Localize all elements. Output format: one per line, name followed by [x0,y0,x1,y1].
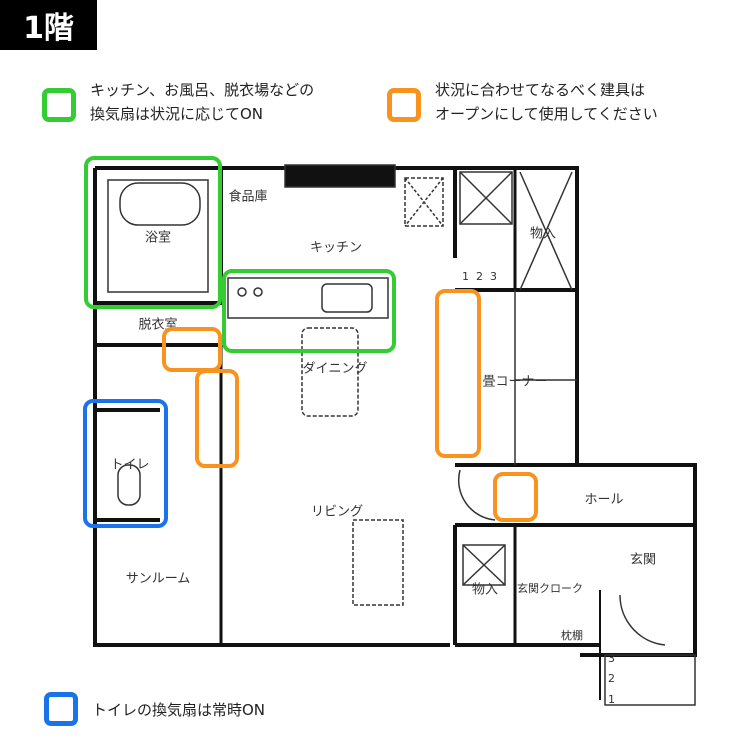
highlight-tatami-door-orange [435,289,481,458]
bathtub [119,182,201,226]
room-tatami: 畳コーナー [482,374,548,390]
room-shelf: 枕棚 [561,629,583,642]
bathtub-area [107,179,209,293]
room-living: リビング [310,504,364,520]
highlight-dressing-door-orange [162,327,222,372]
entry-steps [604,654,696,706]
highlight-hall-door-orange [493,472,538,522]
stove-burner [237,287,247,297]
highlight-toilet-blue [83,399,168,528]
room-kitchen: キッチン [309,240,363,256]
room-sunroom: サンルーム [125,571,191,587]
orange-legend-icon [387,88,421,122]
stair-step: 1 [462,270,469,283]
highlight-bath-green [84,156,222,309]
orange-legend-line2: オープンにして使用してください [435,105,658,123]
room-storage: 物入 [529,226,557,242]
room-storage2: 物入 [471,582,499,598]
green-legend-line2: 換気扇は状況に応じてON [90,105,264,123]
kitchen-counter [227,277,389,319]
skylight-cross [404,177,444,227]
stove-burner [253,287,263,297]
sink [321,283,373,313]
storage-cross [462,544,506,586]
room-cloak: 玄関クローク [517,582,583,595]
door-swing [457,469,496,521]
highlight-sunroom-door-orange [195,369,239,468]
door-swing [619,594,666,646]
room-entrance: 玄関 [629,552,657,568]
floor-title: 1階 [0,0,97,50]
orange-legend-line1: 状況に合わせてなるべく建具は [435,81,646,99]
window-kitchen [284,164,396,188]
highlight-kitchen-green [222,269,396,353]
entry-step: 1 [608,693,615,706]
green-legend-text: キッチン、お風呂、脱衣場などの 換気扇は状況に応じてON [90,78,314,126]
storage-box [462,544,506,586]
sofa [352,519,404,606]
blue-legend-text: トイレの換気扇は常時ON [92,701,266,719]
entry-step: 3 [608,652,615,665]
room-toilet: トイレ [110,457,150,473]
void-cross [459,171,573,291]
outer-wall-left [93,168,450,647]
orange-legend-text: 状況に合わせてなるべく建具は オープンにして使用してください [435,78,658,126]
room-dining: ダイニング [302,361,368,377]
skylight [404,177,444,227]
green-legend-icon [42,88,76,122]
fixtures [107,164,696,706]
stair-step: 2 [476,270,483,283]
toilet-bowl [117,464,141,506]
room-hall: ホール [584,492,624,508]
blue-legend-icon [44,692,78,726]
room-pantry: 食品庫 [228,189,268,205]
room-bath: 浴室 [144,230,172,246]
entry-step: 2 [608,672,615,685]
stair-step: 3 [490,270,497,283]
dining-table [301,327,359,417]
stair-void [459,171,513,225]
green-legend-line1: キッチン、お風呂、脱衣場などの [90,81,315,99]
